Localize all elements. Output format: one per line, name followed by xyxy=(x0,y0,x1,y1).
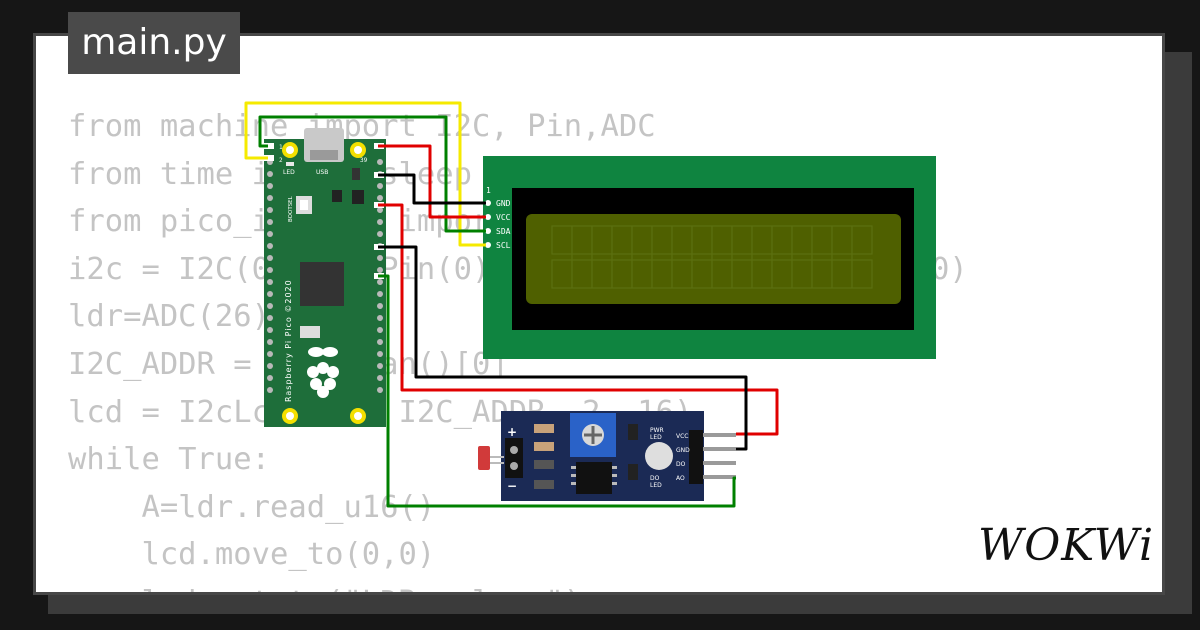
pico-silkscreen-title: Raspberry Pi Pico ©2020 xyxy=(284,279,293,402)
wires xyxy=(244,101,779,508)
lcd-display[interactable]: 1 GND VCC SDA SCL xyxy=(483,156,936,359)
pico-left-pins xyxy=(267,159,273,393)
pico-pin-2-label: 2 xyxy=(279,157,283,164)
raspberry-logo-icon xyxy=(307,347,339,398)
ldr-pin-vcc-label: VCC xyxy=(676,433,688,440)
code-line: while True: xyxy=(68,442,270,478)
ldr-pin-gnd-label: GND xyxy=(676,447,690,454)
led-icon xyxy=(286,162,294,166)
ldr-minus-label: − xyxy=(507,479,517,493)
ldr-pin-do-label: DO xyxy=(676,461,686,468)
pico-led-label: LED xyxy=(283,169,295,176)
wire-red-vcc-ldr xyxy=(378,203,779,436)
ldr-plus-label: + xyxy=(507,425,517,439)
rp2040-chip-icon xyxy=(300,262,344,306)
wire-green-ao xyxy=(378,274,736,508)
comparator-chip-icon xyxy=(576,462,612,494)
lcd-pin-gnd-label: GND xyxy=(496,199,511,208)
lcd-pin-sda-label: SDA xyxy=(496,227,511,236)
wire-red-vcc-lcd xyxy=(378,144,486,219)
photoresistor-icon xyxy=(478,446,490,470)
pico-pin-39-label: 39 xyxy=(360,157,368,164)
wire-black-gnd-ldr xyxy=(378,245,748,451)
code-line: lcd.move_to(0,0) xyxy=(68,537,436,573)
filename-tab[interactable]: main.py xyxy=(68,12,240,74)
pico-board[interactable]: 1 2 39 LED USB BOOTSEL Raspberry Pi Pico… xyxy=(264,128,386,427)
wire-black-gnd-lcd xyxy=(378,173,486,205)
lcd-pin-number: 1 xyxy=(486,186,491,195)
lcd-pin-scl-label: SCL xyxy=(496,241,511,250)
wire-yellow-scl xyxy=(244,101,486,247)
pico-bootsel-label: BOOTSEL xyxy=(288,195,294,222)
wire-green-sda xyxy=(258,115,486,233)
resistor-icons xyxy=(534,424,554,489)
ldr-pin-ao-label: AO xyxy=(676,475,685,482)
pwr-led-icon xyxy=(645,442,673,470)
lcd-pin-vcc-label: VCC xyxy=(496,213,511,222)
code-line: lcd.putstr("LDR value:") xyxy=(68,579,968,592)
code-line: A=ldr.read_u16() xyxy=(68,489,436,525)
code-line: ldr=ADC(26) xyxy=(68,299,270,335)
pico-pin-1-label: 1 xyxy=(279,144,283,151)
wokwi-logo: WOKWi xyxy=(978,520,1155,571)
code-line: from machine import I2C, Pin,ADC xyxy=(68,109,656,144)
pico-usb-label: USB xyxy=(316,169,328,176)
lcd-character-grid xyxy=(551,225,873,289)
ldr-header-pins xyxy=(703,433,736,479)
lcd-pin-pads xyxy=(485,200,491,248)
